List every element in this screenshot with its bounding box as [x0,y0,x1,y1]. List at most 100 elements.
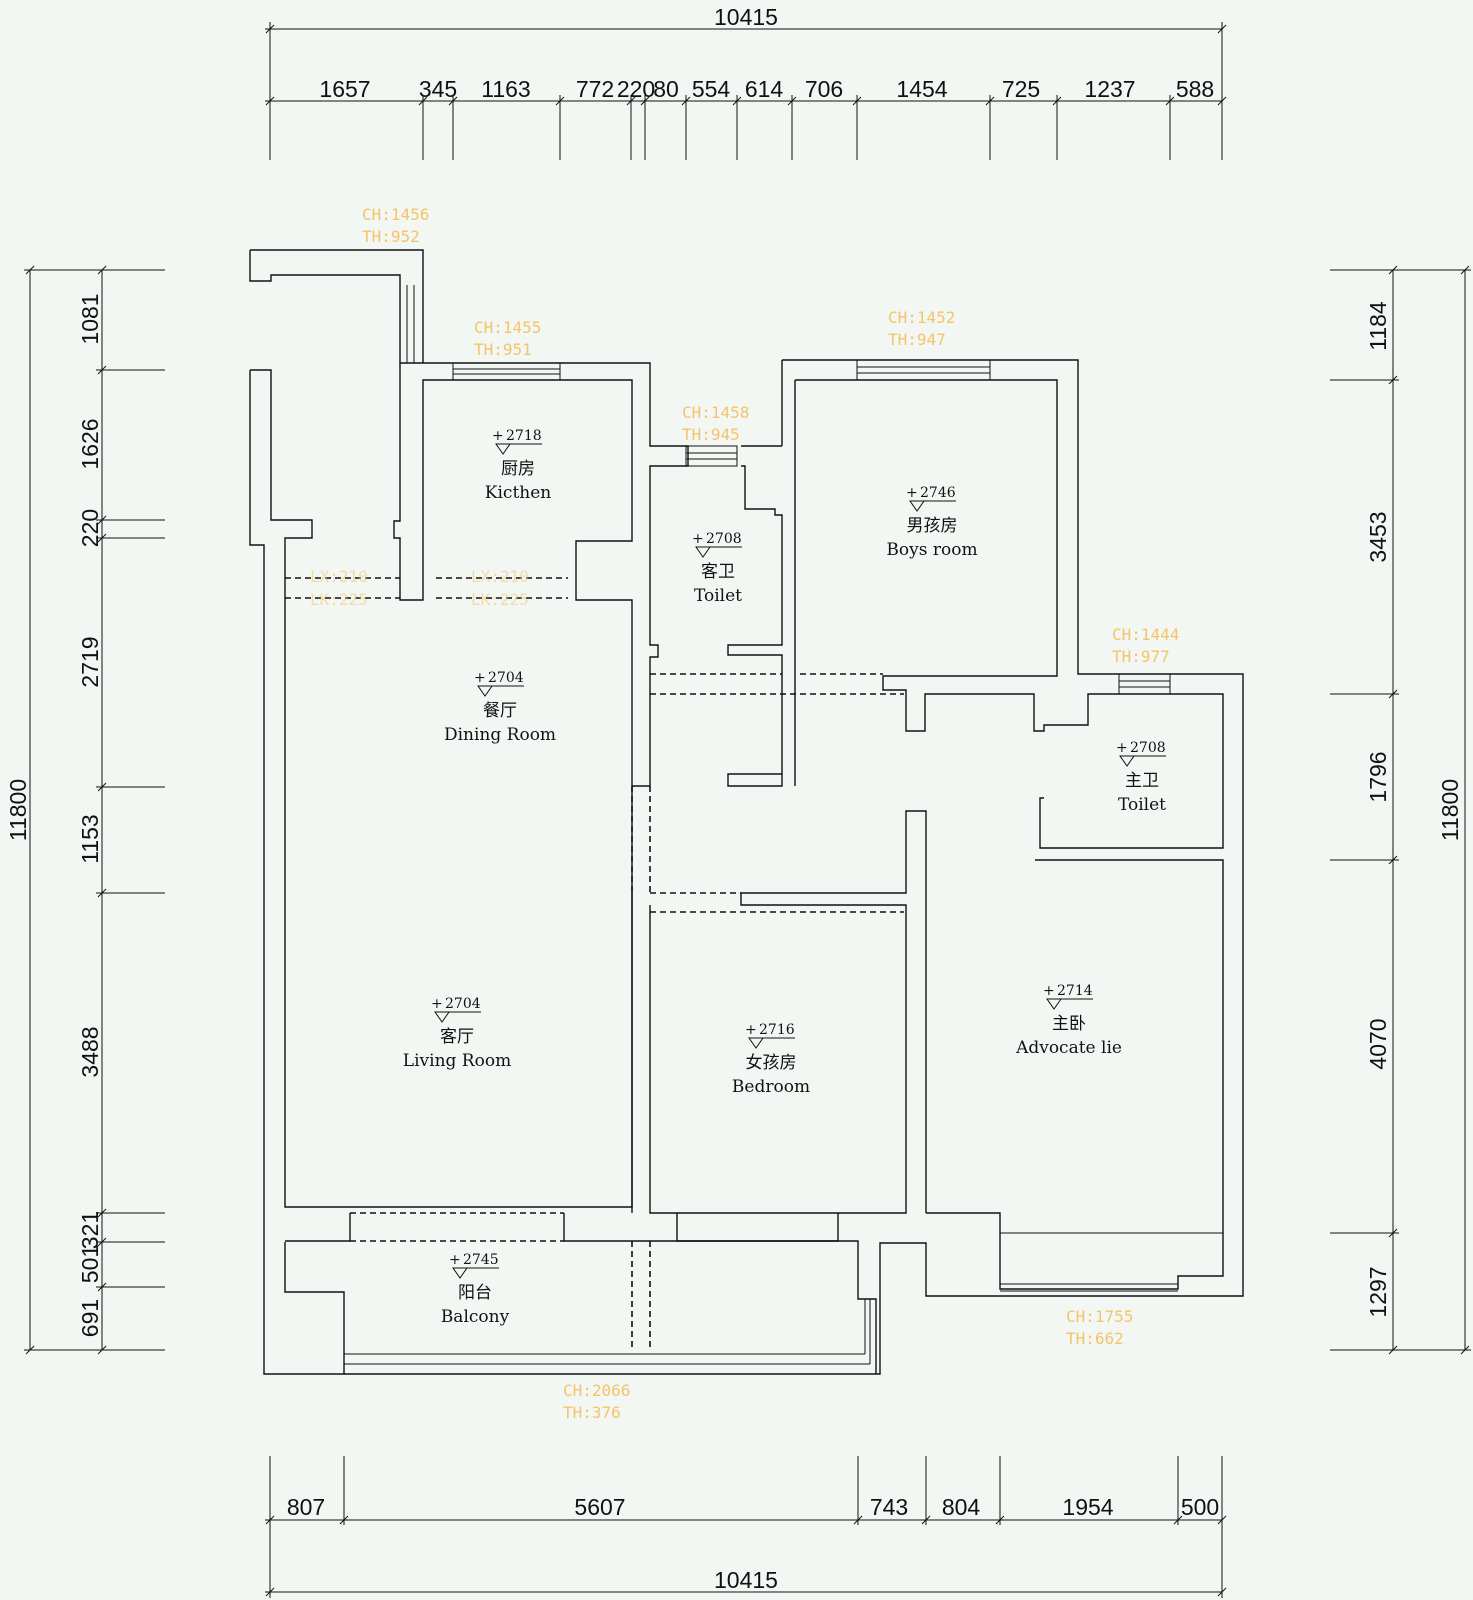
left-dim-6: 3488 [77,1026,103,1077]
room-name-en: Living Room [403,1051,511,1071]
dimension-tick [265,96,275,106]
floor-level: 2704 [488,670,524,686]
window-note-th: TH:977 [1112,647,1170,666]
bottom-total-label: 10415 [714,1567,778,1593]
dimension-tick [1388,1228,1398,1238]
dimension-tick [97,515,107,525]
dimension-tick [97,888,107,898]
beam-note-a: LX:210 [310,567,368,586]
floor-level: 2745 [463,1252,499,1268]
beam-note-a: LX:210 [471,567,529,586]
dimension-tick [1217,1587,1227,1597]
dimension-tick [1388,375,1398,385]
beam-note-b: LK:225 [471,590,529,609]
top-dim-11: 725 [1002,76,1040,102]
bottom-dim-6: 500 [1181,1494,1219,1520]
room-name-cn: 女孩房 [746,1053,797,1073]
top-dim-3: 1163 [481,76,530,102]
top-dimension-chain: 10415 1657 345 1163 772 220 80 554 614 7… [265,4,1227,160]
left-dimension-chain: 11800 1081 1626 220 2719 1153 3488 321 5… [5,265,165,1355]
floor-level: 2704 [445,996,481,1012]
floor-level: 2746 [920,485,956,501]
room-name-en: Toilet [694,586,742,606]
bottom-dimension-chain: 807 5607 743 804 1954 500 10415 [265,1456,1227,1598]
dimension-tick [1173,1515,1183,1525]
room-name-en: Dining Room [444,725,556,745]
floor-level: 2708 [706,531,742,547]
top-dim-8: 614 [745,76,784,102]
window-note-ch: CH:2066 [563,1381,630,1400]
dimension-tick [787,96,797,106]
room-name-cn: 主卧 [1052,1014,1086,1034]
room-name-en: Toilet [1118,795,1166,815]
dimension-tick [97,1282,107,1292]
room-name-cn: 阳台 [458,1283,492,1303]
room-name-cn: 厨房 [501,459,535,479]
floor-level: 2714 [1057,983,1093,999]
bottom-dim-5: 1954 [1062,1494,1113,1520]
top-dim-6: 80 [653,76,679,102]
dimension-tick [97,365,107,375]
dimension-tick [640,96,650,106]
room-kitchen: + 2718 厨房 Kicthen [485,428,551,503]
level-marker-icon: + [1043,983,1093,1010]
level-marker-icon: + [449,1252,499,1279]
bottom-dim-2: 5607 [574,1494,625,1520]
left-dim-8: 501 [77,1245,103,1283]
room-name-en: Advocate lie [1015,1038,1122,1058]
floor-level: 2708 [1130,740,1166,756]
room-master-toilet: + 2708 主卫 Toilet [1116,740,1166,815]
window-note-th: TH:952 [362,227,420,246]
dimension-tick [97,533,107,543]
window-note-ch: CH:1755 [1066,1307,1133,1326]
window-note-ch: CH:1452 [888,308,955,327]
level-marker-icon: + [474,670,524,697]
level-marker-icon: + [1116,740,1166,767]
left-dim-3: 220 [77,509,103,547]
dashed-beams [285,577,904,1350]
room-name-cn: 客卫 [701,562,735,582]
dimension-tick [97,1345,107,1355]
right-dim-1: 1184 [1365,301,1391,351]
dimension-tick [626,96,636,106]
dimension-tick [1388,265,1398,275]
dimension-tick [985,96,995,106]
room-name-en: Boys room [886,540,977,560]
level-marker-icon: + [431,996,481,1023]
dimension-tick [995,1515,1005,1525]
window-note-th: TH:376 [563,1403,621,1422]
window-note-ch: CH:1444 [1112,625,1179,644]
bottom-dim-1: 807 [287,1494,325,1520]
walls [249,249,1244,1375]
window-note-th: TH:947 [888,330,946,349]
room-name-cn: 餐厅 [483,701,517,721]
left-dim-4: 2719 [77,636,103,687]
right-dim-2: 3453 [1365,511,1391,562]
svg-text:+: + [431,996,443,1012]
room-guest-toilet: + 2708 客卫 Toilet [692,531,742,606]
dimension-tick [448,96,458,106]
room-master-bedroom: + 2714 主卧 Advocate lie [1015,983,1122,1058]
dimension-tick [732,96,742,106]
dimension-tick [339,1515,349,1525]
dimension-tick [265,24,275,34]
floor-level: 2718 [506,428,542,444]
top-total-label: 10415 [714,4,778,30]
level-marker-icon: + [745,1022,795,1049]
svg-text:+: + [692,531,704,547]
svg-text:+: + [474,670,486,686]
svg-text:+: + [906,485,918,501]
left-dim-1: 1081 [77,293,103,344]
dimension-tick [265,1515,275,1525]
room-name-en: Bedroom [732,1077,810,1097]
dimension-tick [25,1345,35,1355]
bottom-dim-4: 804 [942,1494,981,1520]
dimension-tick [25,265,35,275]
top-dim-7: 554 [692,76,731,102]
dimension-tick [555,96,565,106]
dimension-tick [1460,265,1470,275]
window-notes: CH:1456 TH:952 CH:1455 TH:951 CH:1452 TH… [362,205,1179,1422]
window-note-th: TH:662 [1066,1329,1124,1348]
room-name-cn: 男孩房 [907,516,958,536]
